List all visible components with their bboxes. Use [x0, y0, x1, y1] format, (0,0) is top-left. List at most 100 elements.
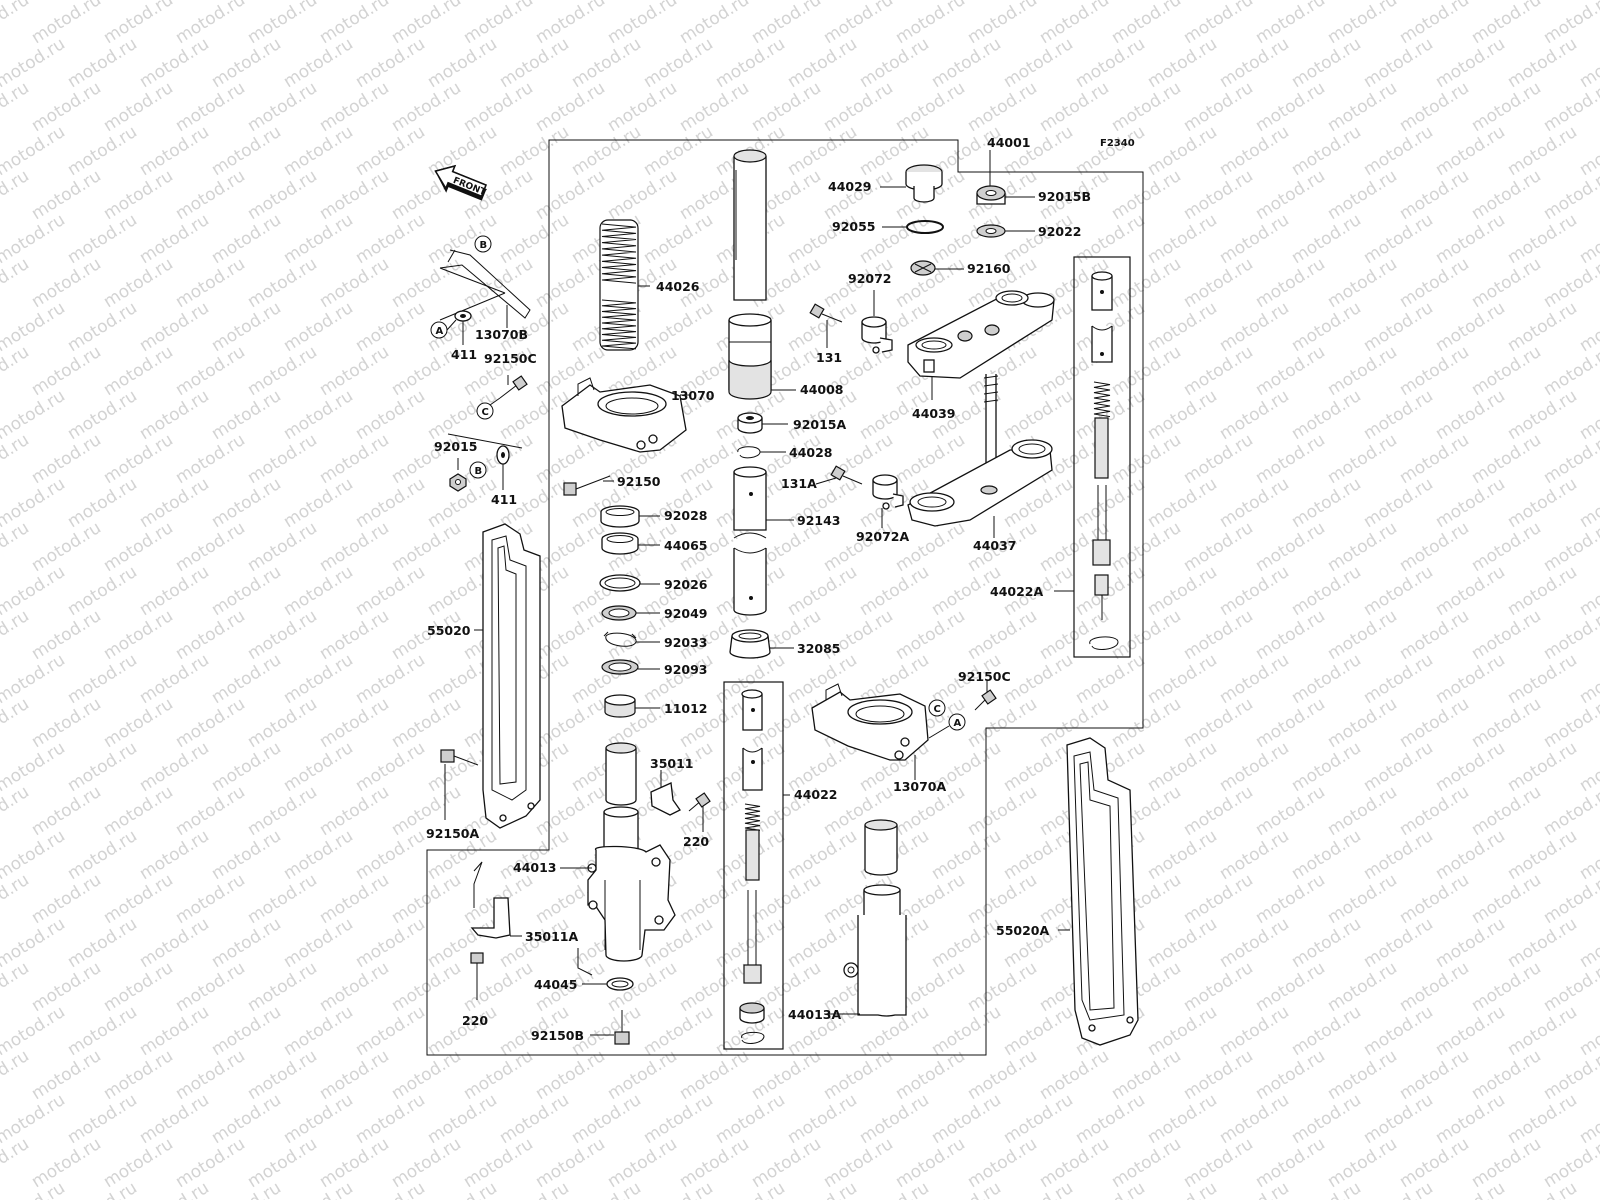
watermark-text: motod.ru	[1396, 694, 1473, 752]
watermark-text: motod.ru	[424, 1178, 501, 1200]
watermark-text: motod.ru	[1504, 1090, 1581, 1148]
watermark-text: motod.ru	[1180, 958, 1257, 1016]
watermark-text: motod.ru	[280, 914, 357, 972]
watermark-text: motod.ru	[280, 1002, 357, 1060]
watermark-text: motod.ru	[64, 386, 141, 444]
watermark-text: motod.ru	[1360, 826, 1437, 884]
watermark-text: motod.ru	[1360, 34, 1437, 92]
watermark-text: motod.ru	[964, 870, 1041, 928]
watermark-text: motod.ru	[856, 34, 933, 92]
label-44029: 44029	[828, 179, 872, 194]
watermark-text: motod.ru	[1144, 914, 1221, 972]
label-44022: 44022	[794, 787, 838, 802]
watermark-text: motod.ru	[496, 386, 573, 444]
watermark-text: motod.ru	[1108, 254, 1185, 312]
label-92026: 92026	[664, 577, 708, 592]
watermark-text: motod.ru	[1180, 0, 1257, 48]
part-32085-bushing	[729, 629, 794, 659]
watermark-text: motod.ru	[964, 1134, 1041, 1192]
label-13070: 13070	[671, 388, 715, 403]
watermark-text: motod.ru	[172, 782, 249, 840]
watermark-text: motod.ru	[1288, 1090, 1365, 1148]
watermark-text: motod.ru	[208, 826, 285, 884]
watermark-text: motod.ru	[100, 0, 177, 48]
watermark-text: motod.ru	[64, 826, 141, 884]
watermark-text: motod.ru	[1432, 826, 1509, 884]
watermark-text: motod.ru	[1288, 386, 1365, 444]
watermark-text: motod.ru	[712, 34, 789, 92]
watermark-text: motod.ru	[1432, 562, 1509, 620]
label-92150c-right: 92150C	[958, 669, 1011, 684]
watermark-text: motod.ru	[1468, 694, 1545, 752]
watermark-text: motod.ru	[64, 914, 141, 972]
watermark-text: motod.ru	[1252, 254, 1329, 312]
watermark-text: motod.ru	[1108, 1134, 1185, 1192]
watermark-text: motod.ru	[100, 870, 177, 928]
watermark-text: motod.ru	[676, 1134, 753, 1192]
part-92033-circlip	[603, 631, 660, 647]
part-92028-bushing	[600, 505, 660, 528]
watermark-text: motod.ru	[172, 342, 249, 400]
watermark-text: motod.ru	[1432, 474, 1509, 532]
label-92028: 92028	[664, 508, 708, 523]
watermark-text: motod.ru	[100, 694, 177, 752]
part-92055-o-ring	[882, 220, 944, 234]
watermark-text: motod.ru	[316, 782, 393, 840]
watermark-text: motod.ru	[1216, 738, 1293, 796]
watermark-text: motod.ru	[1432, 1178, 1509, 1200]
label-92072a: 92072A	[856, 529, 909, 544]
watermark-text: motod.ru	[388, 0, 465, 48]
watermark-text: motod.ru	[244, 958, 321, 1016]
watermark-text: motod.ru	[820, 78, 897, 136]
watermark-text: motod.ru	[280, 386, 357, 444]
front-arrow-icon: FRONT	[434, 164, 488, 201]
watermark-text: motod.ru	[172, 0, 249, 48]
watermark-text: motod.ru	[1000, 34, 1077, 92]
watermark-text: motod.ru	[1216, 474, 1293, 532]
watermark-text: motod.ru	[64, 298, 141, 356]
watermark-text: motod.ru	[352, 1090, 429, 1148]
watermark-text: motod.ru	[1288, 1002, 1365, 1060]
part-411-washer-top	[454, 310, 472, 345]
watermark-text: motod.ru	[280, 826, 357, 884]
watermark-text: motod.ru	[136, 738, 213, 796]
label-92015: 92015	[434, 439, 478, 454]
watermark-text: motod.ru	[1252, 0, 1329, 48]
watermark-text: motod.ru	[28, 254, 105, 312]
label-44065: 44065	[664, 538, 708, 553]
watermark-text: motod.ru	[1144, 210, 1221, 268]
callout-b-top: B	[474, 235, 492, 253]
part-220-bolt-bottom	[470, 952, 484, 1000]
watermark-text: motod.ru	[28, 166, 105, 224]
watermark-text: motod.ru	[532, 782, 609, 840]
watermark-text: motod.ru	[1072, 474, 1149, 532]
watermark-text: motod.ru	[28, 342, 105, 400]
watermark-text: motod.ru	[244, 1046, 321, 1104]
watermark-text: motod.ru	[1180, 518, 1257, 576]
watermark-text: motod.ru	[676, 0, 753, 48]
watermark-text: motod.ru	[640, 1178, 717, 1200]
watermark-text: motod.ru	[1036, 0, 1113, 48]
watermark-text: motod.ru	[1180, 870, 1257, 928]
watermark-text: motod.ru	[1072, 1090, 1149, 1148]
watermark-text: motod.ru	[1432, 210, 1509, 268]
watermark-text: motod.ru	[208, 122, 285, 180]
watermark-text: motod.ru	[1288, 562, 1365, 620]
watermark-text: motod.ru	[172, 1134, 249, 1192]
watermark-text: motod.ru	[784, 1178, 861, 1200]
watermark-text: motod.ru	[1324, 342, 1401, 400]
assembly-boundary-outline	[426, 139, 1144, 1056]
part-92093-dust-seal	[601, 659, 660, 675]
watermark-text: motod.ru	[532, 518, 609, 576]
watermark-text: motod.ru	[1468, 254, 1545, 312]
watermark-text: motod.ru	[1216, 914, 1293, 972]
watermark-text: motod.ru	[1396, 870, 1473, 928]
watermark-text: motod.ru	[1108, 518, 1185, 576]
label-44008: 44008	[800, 382, 844, 397]
svg-text:C: C	[482, 407, 489, 418]
watermark-text: motod.ru	[316, 78, 393, 136]
watermark-text: motod.ru	[1504, 122, 1581, 180]
watermark-text: motod.ru	[352, 122, 429, 180]
watermark-text: motod.ru	[352, 562, 429, 620]
